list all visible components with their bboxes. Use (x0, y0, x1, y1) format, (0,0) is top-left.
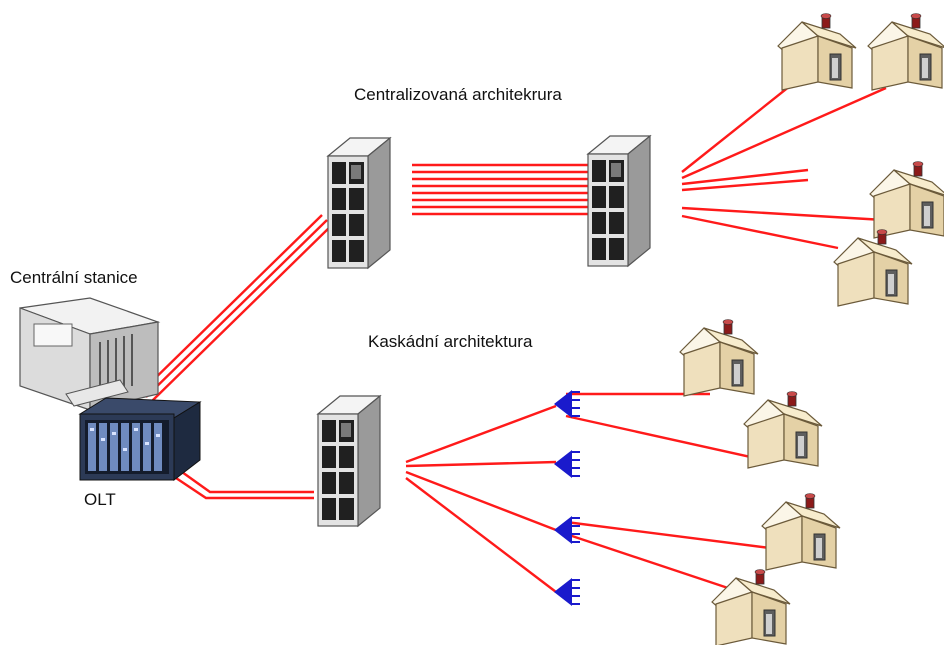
central-station-label: Centrální stanice (10, 268, 138, 287)
cascade-architecture-label: Kaskádní architektura (368, 332, 533, 351)
house-icon (869, 160, 944, 239)
rack-switch-icon (78, 397, 202, 482)
optical-splitter-icon (553, 515, 581, 545)
house-icon (867, 12, 944, 91)
house-icon (761, 492, 841, 571)
server-cabinet-icon (587, 135, 651, 267)
optical-splitter-icon (553, 449, 581, 479)
house-icon (777, 12, 857, 91)
server-cabinet-icon (317, 395, 381, 527)
house-icon (743, 390, 823, 469)
house-icon (711, 568, 791, 645)
centralized-architecture-label: Centralizovaná architekrura (354, 85, 562, 104)
house-icon (679, 318, 759, 397)
mainframe-icon (19, 297, 161, 411)
server-cabinet-icon (327, 137, 391, 269)
optical-splitter-icon (553, 577, 581, 607)
fiber-links (139, 77, 887, 594)
house-icon (833, 228, 913, 307)
olt-label: OLT (84, 490, 116, 509)
